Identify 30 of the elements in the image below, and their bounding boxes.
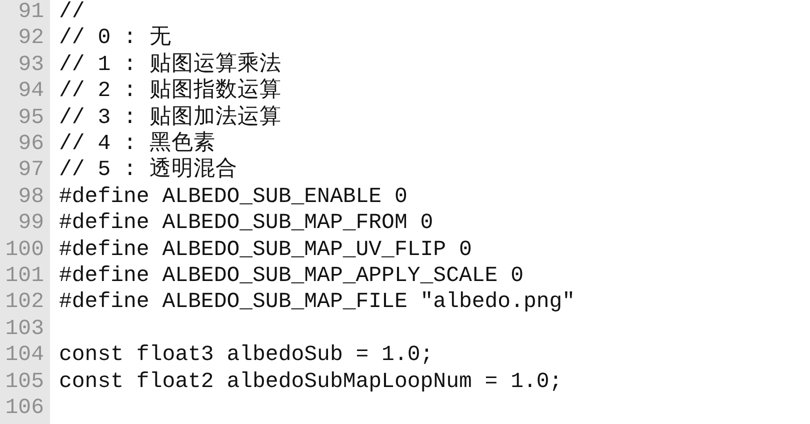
code-line: const float2 albedoSubMapLoopNum = 1.0;: [59, 370, 562, 395]
code-line: // 4 : 黑色素: [59, 132, 216, 157]
line-number: 100: [4, 238, 44, 263]
code-line: #define ALBEDO_SUB_MAP_FILE "albedo.png": [59, 290, 576, 316]
line-number: 101: [4, 264, 44, 289]
line-number: 102: [4, 290, 44, 316]
code-line: const float3 albedoSub = 1.0;: [59, 343, 434, 368]
line-number: 91: [17, 0, 44, 25]
code-line: // 5 : 透明混合: [59, 158, 238, 184]
code-line: // 0 : 无: [59, 26, 172, 52]
code-line: #define ALBEDO_SUB_MAP_APPLY_SCALE 0: [59, 264, 524, 289]
code-line: //: [59, 0, 85, 25]
code-line: #define ALBEDO_SUB_MAP_UV_FLIP 0: [59, 238, 472, 263]
code-line: #define ALBEDO_SUB_MAP_FROM 0: [59, 211, 434, 236]
line-number: 92: [17, 26, 44, 52]
line-number: 96: [17, 132, 44, 157]
line-number: 99: [17, 211, 44, 236]
code-line: // 1 : 贴图运算乘法: [59, 52, 282, 78]
line-number: 104: [4, 343, 44, 368]
line-number: 94: [17, 79, 44, 104]
code-line: // 3 : 贴图加法运算: [59, 106, 282, 131]
line-number: 103: [4, 316, 44, 342]
code-line: // 2 : 贴图指数运算: [59, 79, 282, 104]
line-number: 98: [17, 184, 44, 210]
line-number: 106: [4, 396, 44, 421]
line-number: 95: [17, 106, 44, 131]
line-number: 97: [17, 158, 44, 184]
line-number: 93: [17, 52, 44, 78]
line-number: 105: [4, 370, 44, 395]
code-line: #define ALBEDO_SUB_ENABLE 0: [59, 184, 408, 210]
